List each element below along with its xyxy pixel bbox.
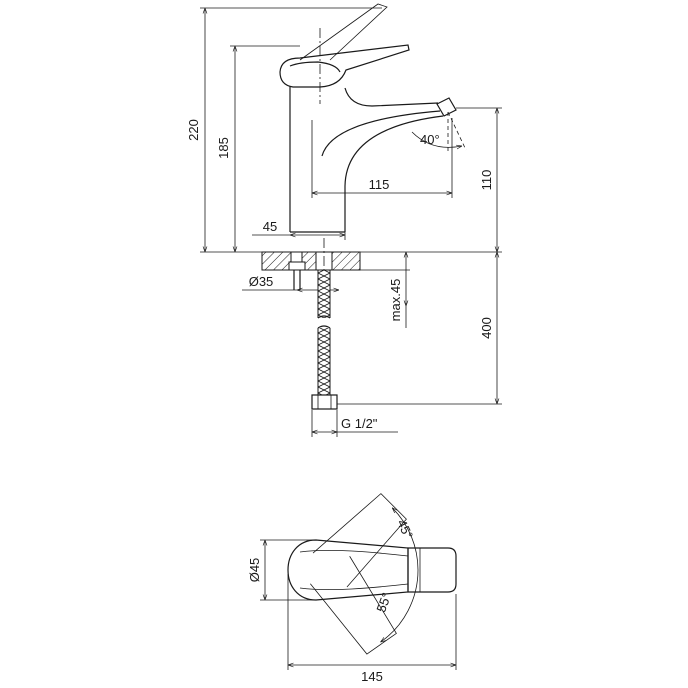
hose-nut: [311, 394, 338, 410]
aerator-nozzle: [436, 97, 457, 117]
body-plan-outline: [287, 539, 409, 601]
flex-hose: [317, 269, 331, 396]
dim-label-lever-angle-down: 55°: [373, 591, 394, 615]
dim-label-total-length: 145: [361, 669, 383, 684]
faucet-body: [289, 86, 457, 233]
spout-underside: [344, 115, 444, 232]
angle-arc-down: [381, 569, 419, 642]
mounting-stud: [293, 270, 301, 290]
dim-label-hose-length: 400: [479, 317, 494, 339]
dim-label-body-width: 45: [263, 219, 277, 234]
hose-break-mark-top: [317, 315, 331, 319]
spout-angle-arc: [411, 131, 462, 147]
lever-cap-detail: [289, 61, 341, 73]
hose-nut-detail: [317, 395, 332, 409]
hose-break-gap: [314, 318, 334, 328]
side-view: 220 185 115 110 45 Ø35 max.45 400 G 1/2"…: [186, 3, 502, 437]
dim-label-mounting-hole: Ø35: [249, 274, 274, 289]
dim-label-body-height: 185: [216, 137, 231, 159]
lever-handle: [279, 44, 410, 88]
dim-label-total-height: 220: [186, 119, 201, 141]
dim-label-spout-angle: 40°: [420, 132, 440, 147]
spout-top: [344, 87, 439, 107]
mounting-nut: [288, 261, 306, 271]
lever-rotated-up-outline: [312, 493, 407, 588]
dim-label-counter-thickness: max.45: [388, 279, 403, 322]
dim-label-lever-angle-up: 45°: [394, 517, 416, 541]
angle-arc-up: [392, 508, 419, 571]
hose-break-mark-bottom: [317, 325, 331, 329]
lever-open-outline: [299, 3, 388, 61]
dim-label-thread: G 1/2": [341, 416, 378, 431]
dim-label-spout-height: 110: [479, 170, 494, 191]
dim-label-spout-reach: 115: [369, 177, 390, 192]
countertop-section: [261, 251, 361, 271]
dim-label-base-diameter: Ø45: [247, 558, 262, 583]
lever-rotated-up: [312, 493, 407, 588]
lever-end-cap: [407, 547, 457, 593]
top-view: 45° 55° Ø45 145: [247, 493, 457, 684]
spout-inner-curve: [321, 110, 441, 157]
body-plan-inner: [299, 549, 409, 591]
extension-lines: [200, 7, 502, 437]
spout-axis-angled: [447, 111, 467, 151]
